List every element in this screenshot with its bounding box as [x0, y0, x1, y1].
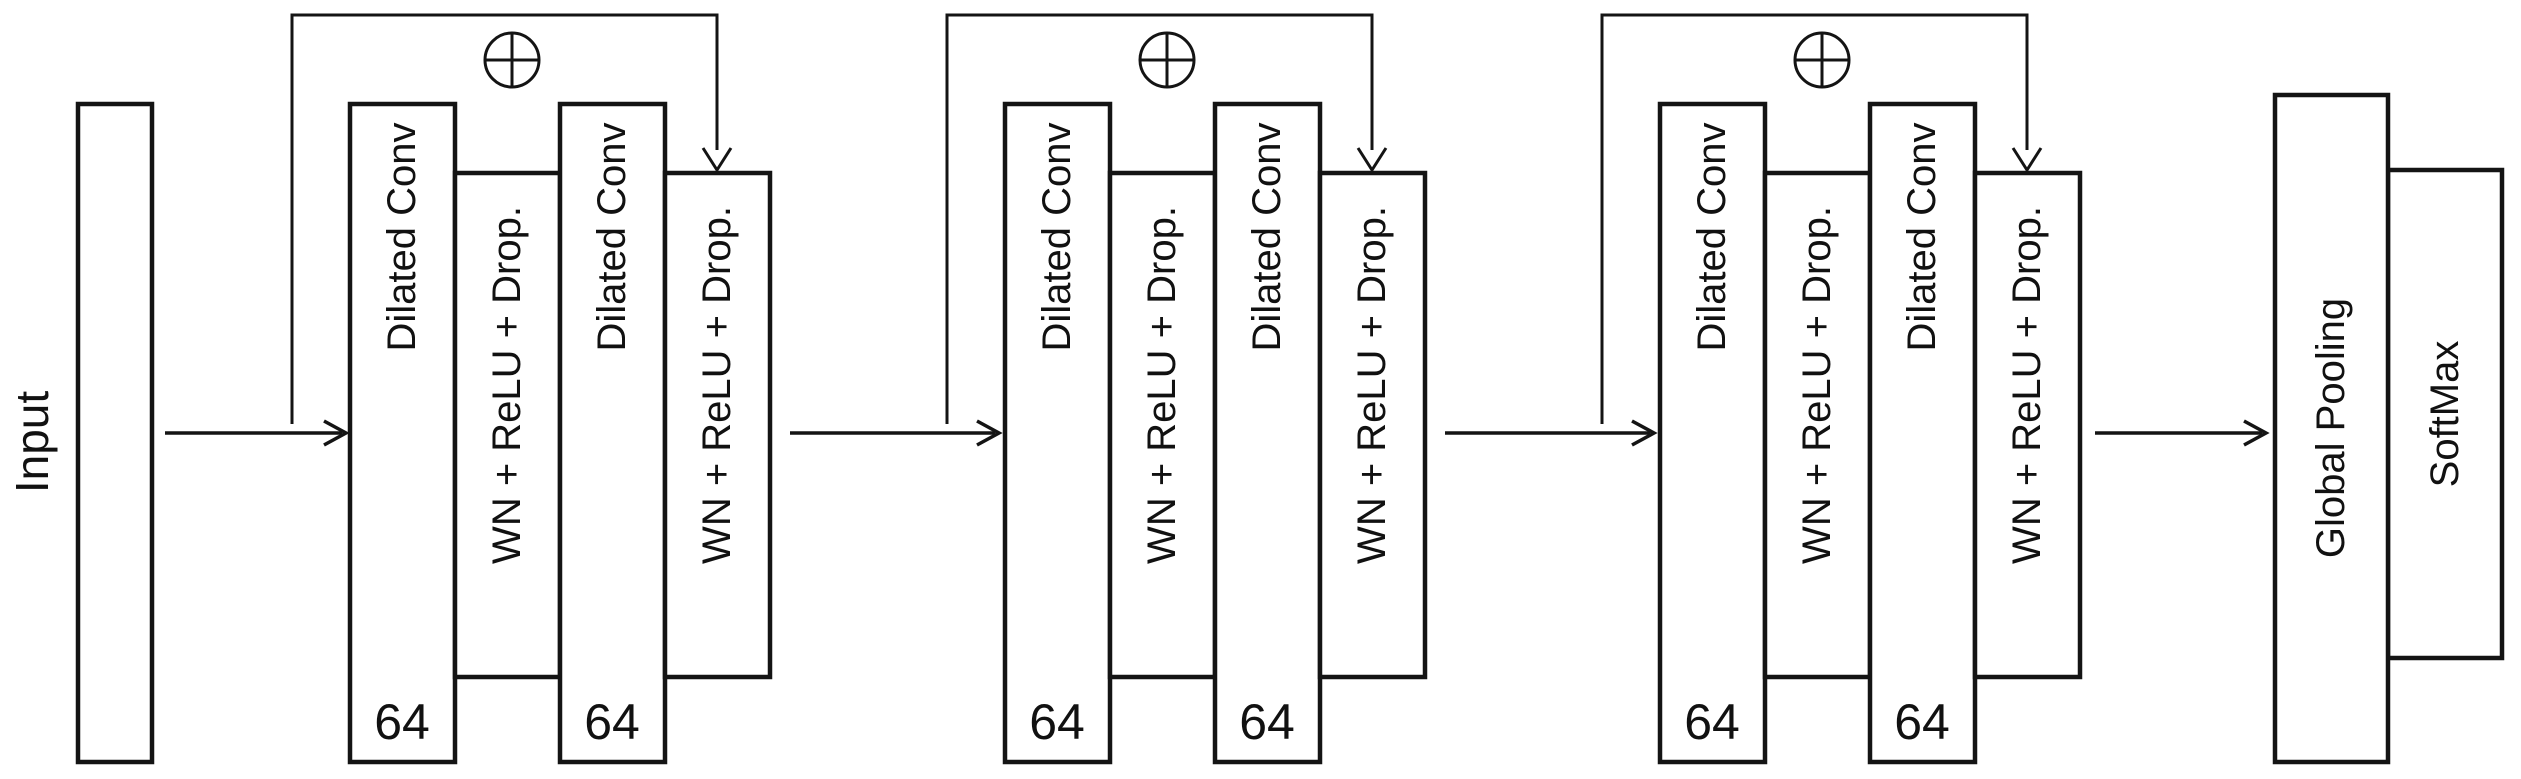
- arrow-head-icon: [976, 419, 1003, 447]
- skip-connection-line: [1600, 13, 2029, 424]
- skip-arrow-head-icon: [2011, 147, 2043, 173]
- dilated-conv-1-label: Dilated Conv: [1690, 122, 1734, 351]
- dilated-conv-1-label: Dilated Conv: [1035, 122, 1079, 351]
- skip-arrow-head-icon: [1356, 147, 1388, 173]
- dilated-conv-1-box: [1657, 101, 1768, 765]
- wn-relu-drop-1-box: [1762, 170, 1873, 680]
- flow-arrow-block2-to-block3: [1445, 419, 1658, 447]
- wn-relu-drop-2-label: WN + ReLU + Drop.: [2005, 206, 2049, 564]
- global-pooling-box: [2272, 92, 2391, 765]
- channels-2-label: 64: [1894, 694, 1950, 750]
- dilated-conv-1-box: [347, 101, 458, 765]
- wn-relu-drop-2-label: WN + ReLU + Drop.: [1350, 206, 1394, 564]
- wn-relu-drop-2-box: [1972, 170, 2083, 680]
- channels-2-label: 64: [1239, 694, 1295, 750]
- sum-circled-plus-icon: [483, 31, 541, 89]
- arrow-head-icon: [323, 419, 350, 447]
- dilated-conv-2-label: Dilated Conv: [590, 122, 634, 351]
- input-stage: Input: [6, 101, 155, 765]
- softmax-label: SoftMax: [2423, 341, 2467, 488]
- dilated-conv-2-label: Dilated Conv: [1900, 122, 1944, 351]
- arrow-head-icon: [1631, 419, 1658, 447]
- dilated-conv-1-box: [1002, 101, 1113, 765]
- flow-arrow-block1-to-block2: [790, 419, 1003, 447]
- wn-relu-drop-1-label: WN + ReLU + Drop.: [1795, 206, 1839, 564]
- channels-1-label: 64: [374, 694, 430, 750]
- dilated-conv-2-box: [1212, 101, 1323, 765]
- softmax-box: [2385, 167, 2505, 661]
- wn-relu-drop-1-label: WN + ReLU + Drop.: [485, 206, 529, 564]
- sum-circled-plus-icon: [1793, 31, 1851, 89]
- wn-relu-drop-2-box: [662, 170, 773, 680]
- arrow-head-icon: [2243, 419, 2270, 447]
- flow-arrow-block3-to-output: [2095, 419, 2270, 447]
- wn-relu-drop-1-box: [1107, 170, 1218, 680]
- channels-1-label: 64: [1029, 694, 1085, 750]
- residual-block-2: Dilated Conv WN + ReLU + Drop. Dilated C…: [945, 13, 1428, 765]
- wn-relu-drop-1-label: WN + ReLU + Drop.: [1140, 206, 1184, 564]
- input-label: Input: [6, 391, 58, 494]
- wn-relu-drop-2-label: WN + ReLU + Drop.: [695, 206, 739, 564]
- global-pooling-label: Global Pooling: [2309, 298, 2353, 558]
- residual-block-3: Dilated Conv WN + ReLU + Drop. Dilated C…: [1600, 13, 2083, 765]
- sum-circled-plus-icon: [1138, 31, 1196, 89]
- residual-block-1: Dilated Conv WN + ReLU + Drop. Dilated C…: [290, 13, 773, 765]
- output-stage: Global Pooling SoftMax: [2272, 92, 2505, 765]
- dilated-conv-1-label: Dilated Conv: [380, 122, 424, 351]
- wn-relu-drop-2-box: [1317, 170, 1428, 680]
- input-box: [75, 101, 155, 765]
- skip-connection-line: [945, 13, 1374, 424]
- dilated-conv-2-box: [1867, 101, 1978, 765]
- flow-arrow-input-to-block1: [165, 419, 350, 447]
- channels-1-label: 64: [1684, 694, 1740, 750]
- dilated-conv-2-label: Dilated Conv: [1245, 122, 1289, 351]
- channels-2-label: 64: [584, 694, 640, 750]
- skip-connection-line: [290, 13, 719, 424]
- skip-arrow-head-icon: [701, 147, 733, 173]
